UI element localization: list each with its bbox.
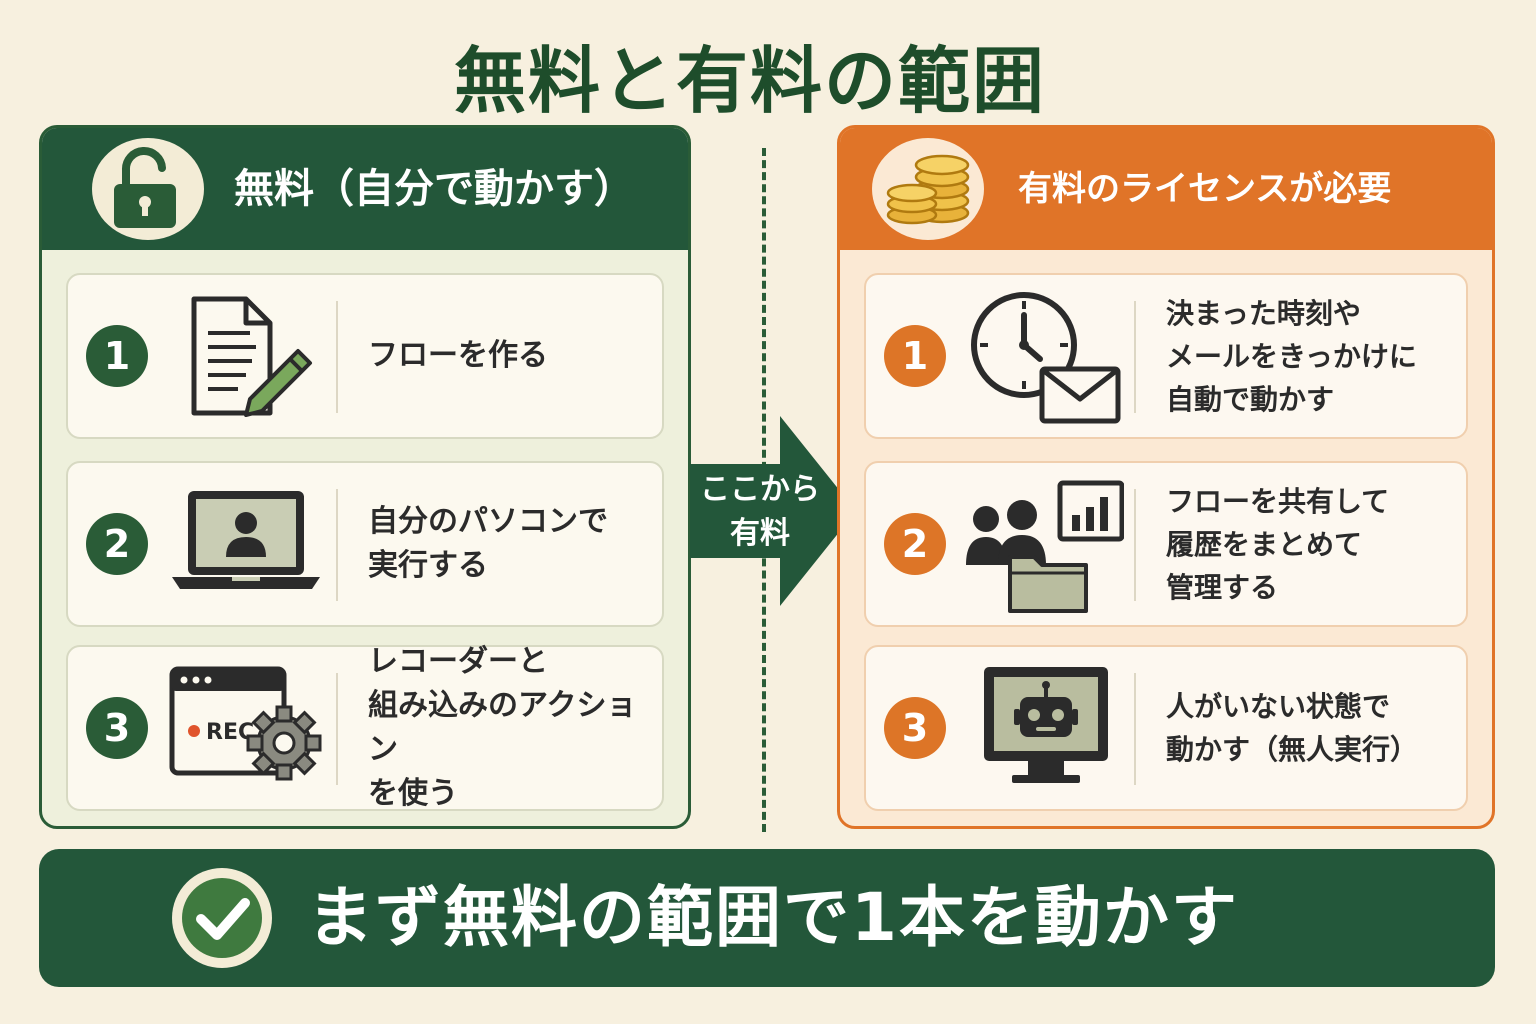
step-number: 1 — [86, 325, 148, 387]
paid-item-2: 2 フローを共有して 履歴をまとめて 管理する — [864, 461, 1468, 627]
paid-item-1-text: 決まった時刻や メールをきっかけに 自動で動かす — [1166, 296, 1417, 416]
paid-item-3: 3 人がいない状態で 動かす（無人実行） — [864, 645, 1468, 811]
laptop-user-icon — [166, 473, 326, 615]
card-divider — [336, 301, 338, 413]
banner-text: まず無料の範囲で1本を動かす — [307, 879, 1239, 956]
unlock-icon — [92, 138, 204, 240]
robot-monitor-icon — [964, 657, 1124, 799]
paid-item-3-text: 人がいない状態で 動かす（無人実行） — [1166, 690, 1419, 766]
free-panel: 無料（自分で動かす） 1 フローを作る 2 — [39, 125, 691, 829]
card-divider — [336, 489, 338, 601]
rec-label: REC — [206, 720, 254, 745]
free-item-1: 1 フローを作る — [66, 273, 664, 439]
card-divider — [336, 673, 338, 785]
free-item-3-text: レコーダーと 組み込みのアクション を使う — [368, 644, 637, 811]
paid-panel-header: 有料のライセンスが必要 — [840, 128, 1492, 250]
arrow-right-icon — [690, 416, 856, 606]
team-folder-chart-icon — [964, 473, 1125, 615]
free-panel-header: 無料（自分で動かす） — [42, 128, 688, 250]
free-item-1-text: フローを作る — [368, 338, 548, 373]
clock-mail-icon — [964, 285, 1124, 427]
free-item-3: 3 REC — [66, 644, 664, 811]
card-divider — [1134, 673, 1136, 785]
document-pencil-icon — [166, 285, 326, 427]
recorder-gear-icon: REC — [166, 657, 326, 799]
coins-icon — [872, 138, 984, 240]
card-divider — [1134, 489, 1136, 601]
step-number: 1 — [884, 325, 946, 387]
page-title: 無料と有料の範囲 — [453, 39, 1046, 123]
paid-item-2-text: フローを共有して 履歴をまとめて 管理する — [1166, 484, 1390, 604]
bottom-banner: まず無料の範囲で1本を動かす — [39, 849, 1495, 987]
paid-panel-heading: 有料のライセンスが必要 — [1018, 169, 1392, 209]
free-panel-heading: 無料（自分で動かす） — [234, 166, 634, 212]
check-circle-icon — [172, 868, 272, 968]
step-number: 2 — [86, 513, 148, 575]
step-number: 3 — [86, 697, 148, 759]
arrow-label: ここから 有料 — [700, 472, 820, 551]
free-item-2-text: 自分のパソコンで 実行する — [368, 504, 608, 583]
step-number: 2 — [884, 513, 946, 575]
free-item-2: 2 自分のパソコンで 実行する — [66, 461, 664, 627]
card-divider — [1134, 301, 1136, 413]
step-number: 3 — [884, 697, 946, 759]
paid-panel: 有料のライセンスが必要 1 決まった時刻や メールをきっかけに 自動で動かす — [837, 125, 1495, 829]
paid-item-1: 1 決まった時刻や メールをきっかけに 自動で動かす — [864, 273, 1468, 439]
